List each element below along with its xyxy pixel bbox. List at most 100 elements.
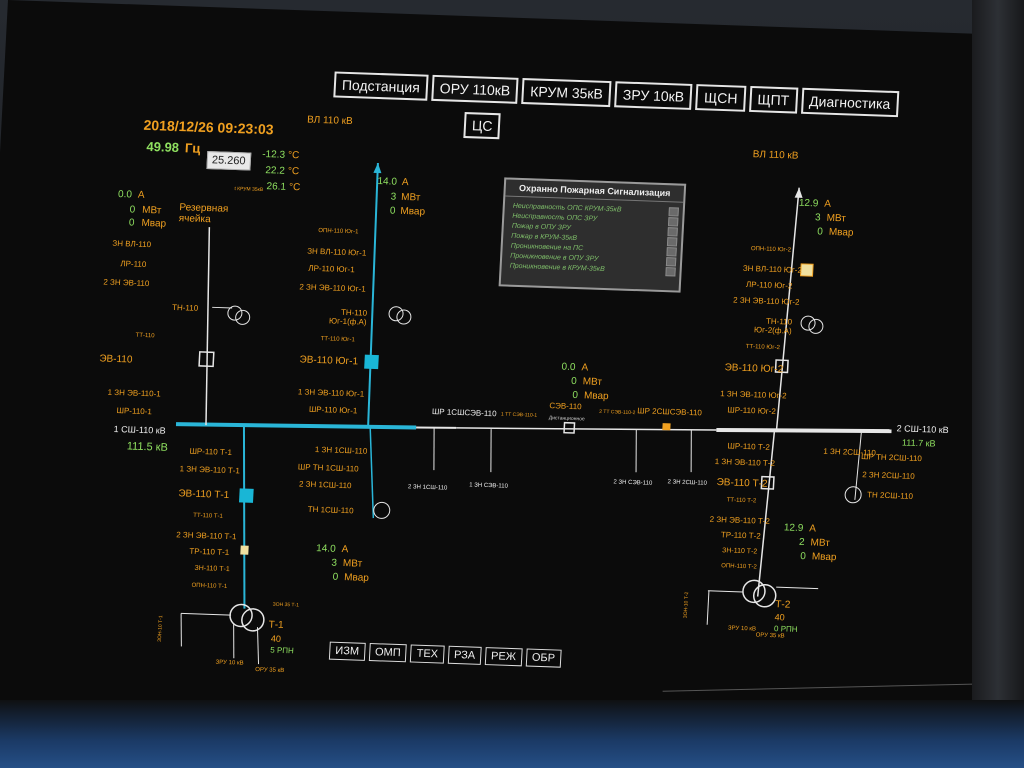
feeder-title-left: ВЛ 110 кВ (306, 114, 354, 128)
tab-diagnostics[interactable]: Диагностика (800, 87, 899, 118)
fire-security-alarm-panel: Охранно Пожарная Сигнализация Неисправно… (498, 177, 687, 293)
alarm-indicator (667, 216, 679, 227)
alarm-item-label: Пожар в ОПУ ЗРУ (511, 222, 571, 232)
temperature-1-unit: °C (287, 149, 300, 162)
sev-drop-1 (490, 429, 492, 473)
label-tt-110-jug2: ТТ-110 Юг-2 (745, 343, 781, 352)
bus-1 (175, 422, 417, 430)
rezh-button[interactable]: РЕЖ (484, 647, 523, 667)
jug2-reactive-power-unit: Мвар (828, 226, 854, 239)
label-1zn-1sh-110: 1 ЗН 1СШ-110 (314, 444, 368, 456)
obr-button[interactable]: ОБР (525, 648, 562, 668)
tn1-line (369, 425, 375, 519)
t2-lv-line (707, 590, 743, 593)
tab-oru-110[interactable]: ОРУ 110кВ (431, 74, 519, 104)
shr-2sh-sev-switch[interactable] (662, 423, 671, 431)
jug2-reactive-power: 0 (816, 226, 824, 238)
bus-1-ext (416, 426, 457, 429)
jug2-current: 12.9 (798, 197, 819, 210)
feeder-title-right: ВЛ 110 кВ (752, 149, 799, 162)
omp-button[interactable]: ОМП (368, 643, 408, 663)
label-tr-110-t1: ТР-110 Т-1 (189, 546, 230, 558)
label-zn-110-t2: ЗН-110 Т-2 (721, 547, 758, 556)
label-opn-110-t1: ОПН-110 Т-1 (191, 582, 228, 590)
t2-active-power-unit: МВт (810, 537, 831, 550)
t1-lv-drop (180, 613, 182, 647)
label-1zn-ev-110-1: 1 ЗН ЭВ-110-1 (107, 387, 161, 399)
rza-button[interactable]: РЗА (447, 645, 482, 665)
izm-button[interactable]: ИЗМ (328, 641, 366, 661)
label-shr-110-1: ШР-110-1 (116, 406, 153, 417)
t1-active-power: 3 (331, 557, 338, 569)
t1-rpn: 5 РПН (270, 645, 295, 656)
temperature-3-value: 26.1 (266, 181, 287, 193)
cs-button[interactable]: ЦС (463, 112, 502, 140)
reserve-active-power: 0 (129, 204, 136, 216)
label-1tt-sev-110-1: 1 ТТ СЭВ-110-1 (500, 411, 538, 419)
label-lr-110-jug1: ЛР-110 Юг-1 (308, 263, 355, 275)
jug1-arrow (373, 163, 382, 174)
bus-1-name: 1 СШ-110 кВ (113, 423, 166, 436)
label-lr-110: ЛР-110 (120, 259, 147, 269)
teh-button[interactable]: ТЕХ (410, 644, 445, 664)
zn-vl-jug2-switch[interactable] (800, 263, 814, 277)
alarm-indicator (665, 266, 676, 276)
label-ev-110-jug2: ЭВ-110 Юг-2 (724, 362, 784, 376)
scada-screen: Подстанция ОРУ 110кВ КРУМ 35кВ ЗРУ 10кВ … (99, 71, 974, 692)
t2-lv-drop (706, 590, 710, 625)
t2-hv-line (776, 586, 819, 590)
alarm-indicator (666, 246, 677, 256)
sev-current: 0.0 (561, 361, 576, 374)
label-lr-110-jug2: ЛР-110 Юг-2 (745, 279, 793, 291)
sev-110-breaker[interactable] (563, 421, 576, 434)
ev-110-breaker[interactable] (198, 351, 215, 368)
temperature-2-value: 22.2 (265, 165, 286, 177)
tab-krum-35[interactable]: КРУМ 35кВ (521, 78, 612, 108)
jug2-arrow (794, 187, 803, 198)
cursor-popup-value: 25.260 (206, 151, 251, 171)
label-ev-110-t1: ЭВ-110 Т-1 (178, 488, 230, 502)
tn1-transformer-icon (373, 501, 391, 519)
t1-oru-label: ОРУ 35 кВ (255, 667, 285, 675)
t1-line (242, 426, 246, 609)
label-zn-vl-110: ЗН ВЛ-110 (112, 238, 152, 250)
ev-110-jug1-breaker[interactable] (364, 354, 379, 370)
sev-reactive-power: 0 (572, 389, 579, 402)
t1-winding-2 (241, 608, 265, 632)
monitor-frame-right (972, 0, 1024, 768)
t2-reactive-power-unit: Мвар (811, 551, 837, 564)
label-2zn-1sh-110: 2 ЗН 1СШ-110 (298, 479, 352, 491)
tab-zru-10[interactable]: ЗРУ 10кВ (614, 81, 693, 110)
label-tn-2sh-110: ТН 2СШ-110 (866, 490, 914, 501)
label-tt-110-jug1: ТТ-110 Юг-1 (320, 336, 355, 344)
jug1-reactive-power: 0 (389, 205, 396, 217)
t1-zru-label: ЗРУ 10 кВ (215, 659, 244, 667)
reserve-reactive-power-unit: Мвар (141, 217, 167, 230)
t2-active-power: 2 (798, 536, 805, 549)
temperature-3: 26.1°C (266, 181, 300, 193)
tab-shsn[interactable]: ЩСН (695, 84, 747, 112)
ev-110-t1-breaker[interactable] (238, 488, 254, 503)
label-2zn-2sh-110: 2 ЗН 2СШ-110 (861, 470, 915, 481)
tn2-line (854, 431, 862, 500)
tn2-transformer-icon (844, 486, 862, 504)
reserve-current-unit: А (137, 189, 145, 201)
label-tn-110: ТН-110 (171, 302, 199, 313)
t1-zru-drop (233, 623, 235, 659)
jug1-current: 14.0 (377, 176, 398, 188)
tab-substation[interactable]: Подстанция (333, 71, 429, 101)
label-sev-110: СЭВ-110 (549, 401, 582, 412)
label-opn-110-t2: ОПН-110 Т-2 (721, 563, 757, 571)
alarm-indicator (667, 226, 678, 237)
tab-shpt[interactable]: ЩПТ (748, 85, 798, 114)
label-ev-110: ЭВ-110 (99, 353, 133, 366)
tr-110-t1-switch[interactable] (240, 545, 249, 555)
t1-reactive-power-unit: Мвар (343, 572, 370, 584)
tn-jug1-winding (388, 306, 404, 322)
label-ev-110-t2: ЭВ-110 Т-2 (716, 477, 768, 490)
sev-reactive-power-unit: Мвар (583, 390, 609, 403)
ev-110-t2-breaker[interactable] (760, 475, 775, 490)
reserve-active-power-unit: МВт (141, 204, 162, 217)
ev-110-jug2-breaker[interactable] (774, 359, 789, 374)
